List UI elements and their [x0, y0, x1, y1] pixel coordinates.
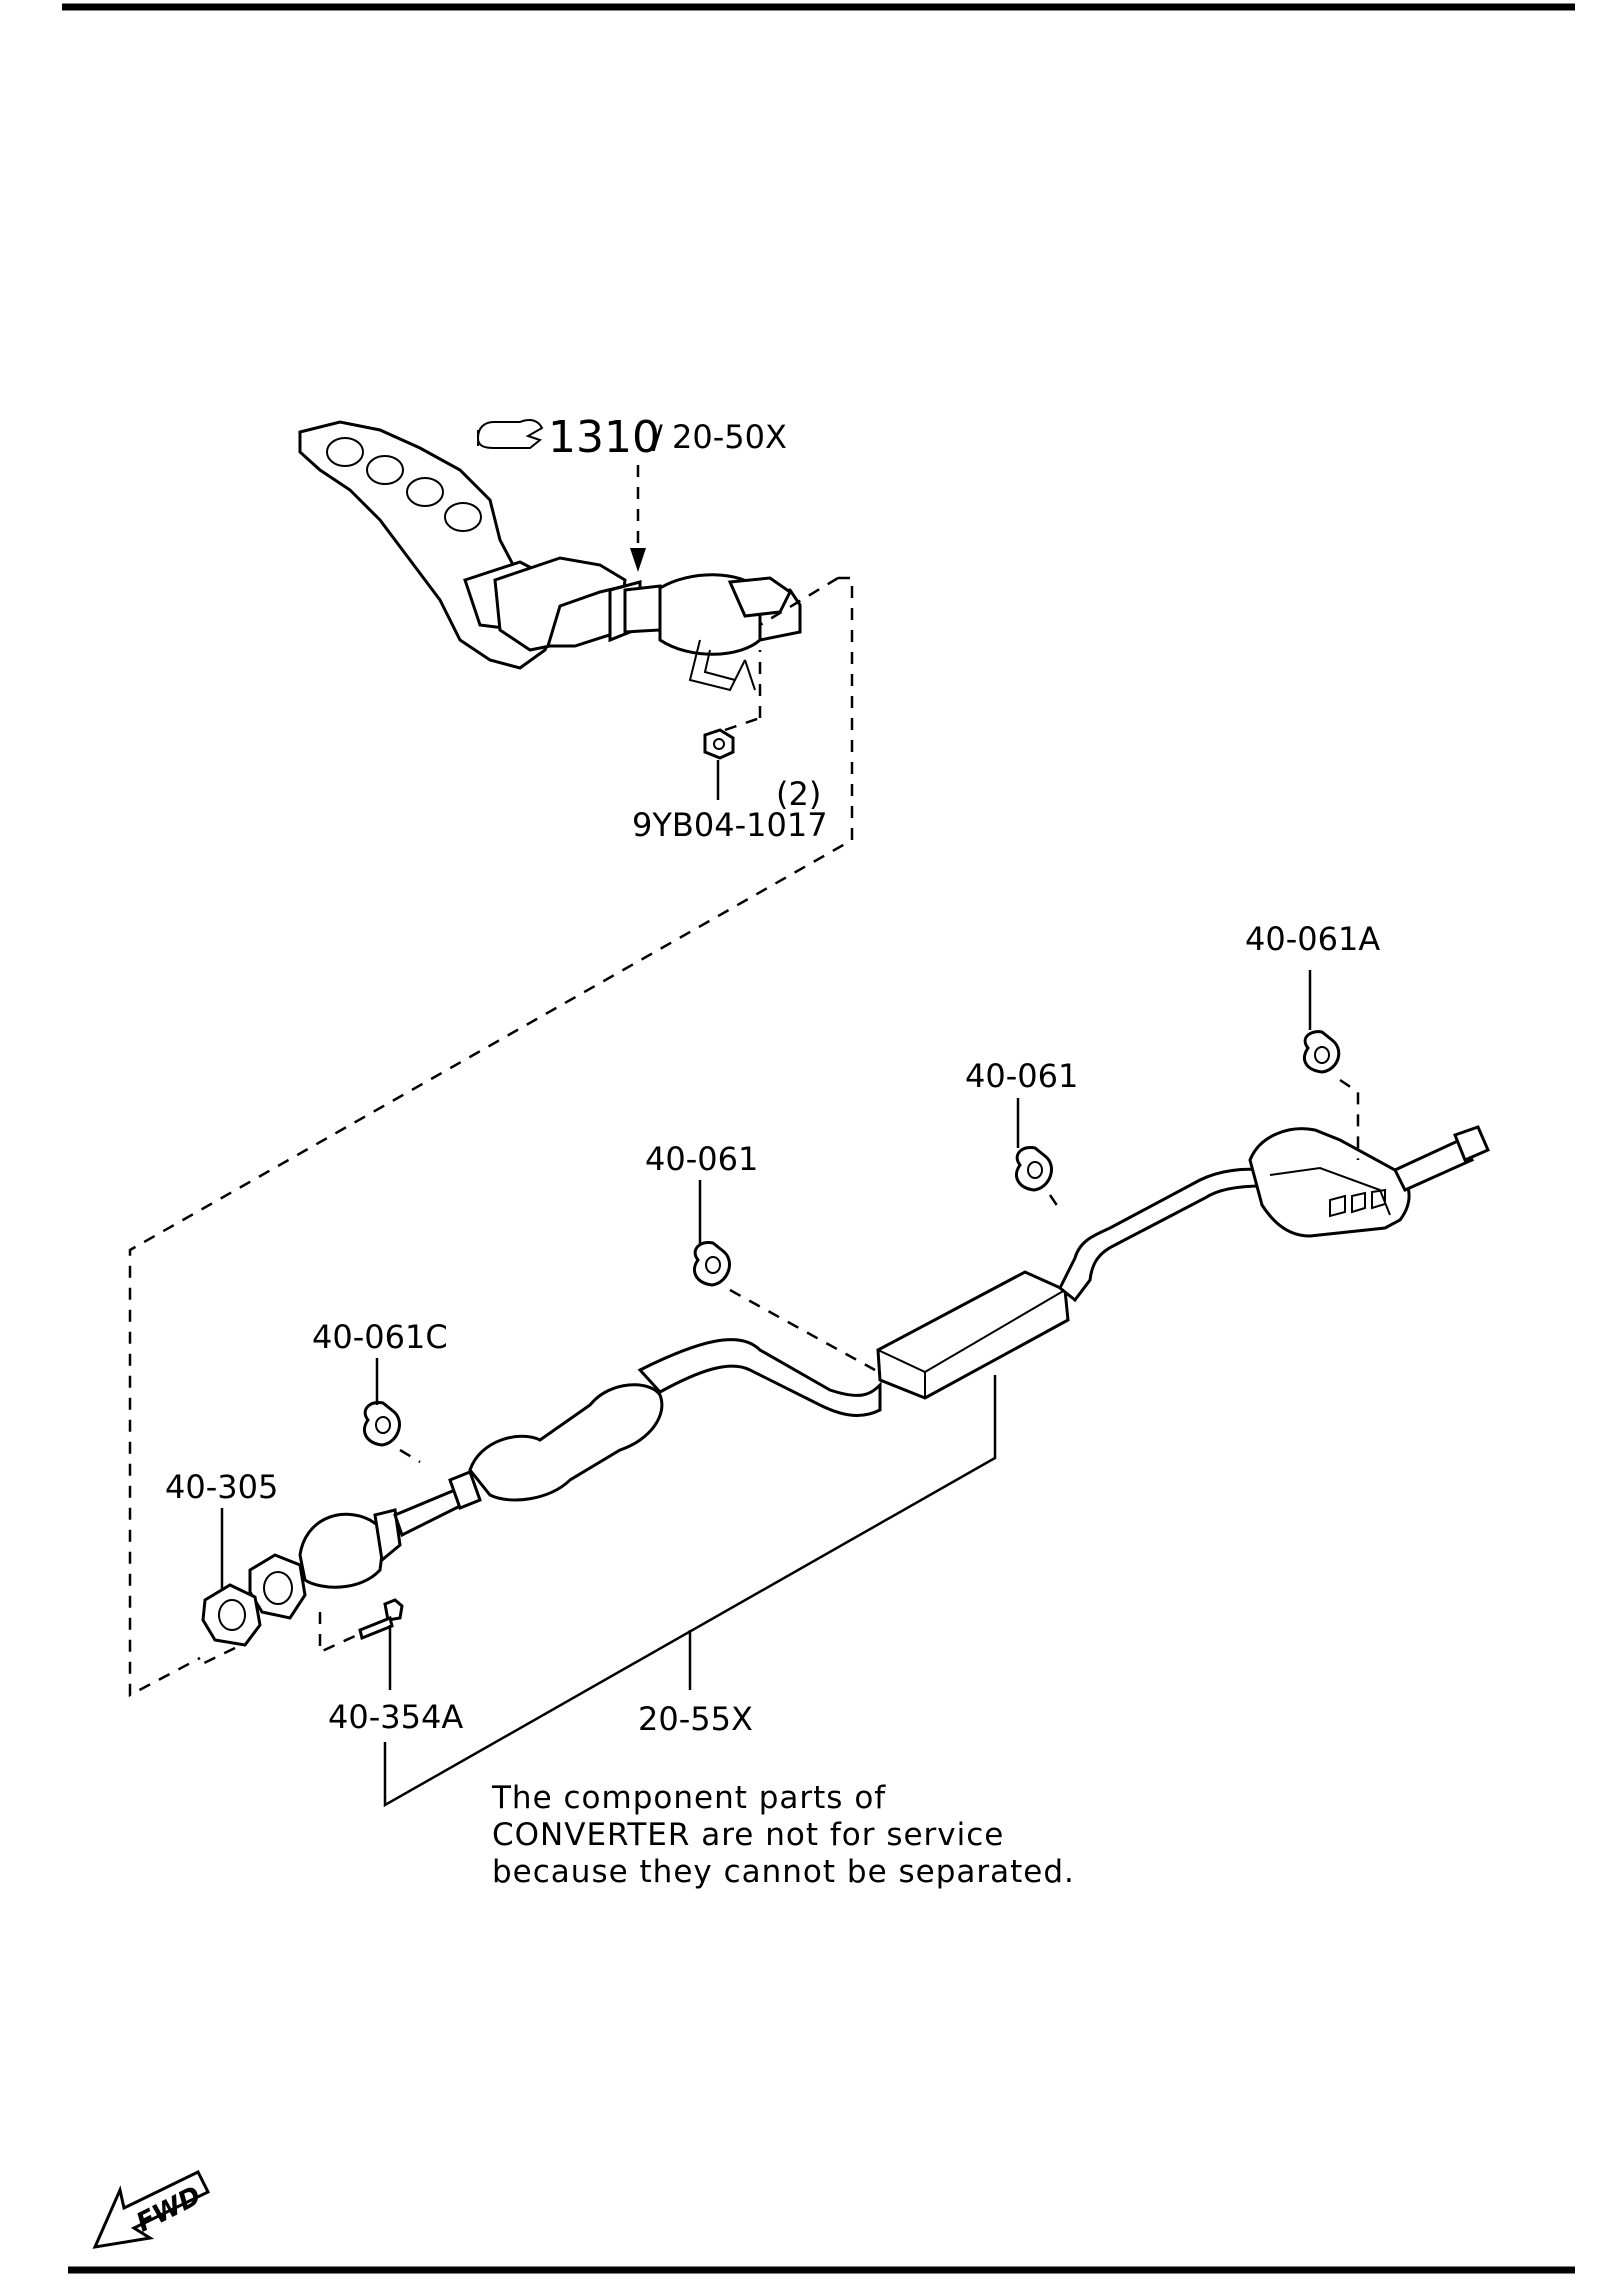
exhaust-manifold-assembly[interactable]	[298, 420, 802, 692]
hanger-rear-muffler[interactable]	[1303, 1030, 1341, 1074]
service-note-line-2: CONVERTER are not for service	[492, 1817, 1004, 1853]
hanger-mid[interactable]	[693, 1240, 731, 1287]
nut-part-number: 9YB04-1017	[632, 806, 828, 844]
manifold-ref-group: 1310	[548, 412, 660, 463]
nut-leader	[724, 716, 761, 732]
label-hanger-front: 40-061C	[312, 1318, 448, 1356]
label-hanger-center: 40-061	[965, 1057, 1078, 1095]
nut-quantity: (2)	[776, 775, 821, 813]
service-note-line-1: The component parts of	[491, 1780, 886, 1816]
connection-frame	[128, 576, 854, 1698]
flange-nut[interactable]	[703, 728, 735, 760]
pointing-hand-icon	[476, 419, 544, 449]
hanger-center[interactable]	[1015, 1145, 1053, 1192]
label-hanger-rear-muffler: 40-061A	[1245, 920, 1380, 958]
hanger-center-leader	[1048, 1194, 1062, 1211]
hanger-rear-leader	[1339, 1078, 1360, 1160]
hanger-front[interactable]	[363, 1400, 401, 1447]
label-hanger-mid: 40-061	[645, 1140, 758, 1178]
fwd-arrow-icon: FWD	[92, 2170, 211, 2249]
pipe-assembly-bracket	[383, 1375, 997, 1808]
bolt-leader	[318, 1612, 356, 1654]
label-bolt: 40-354A	[328, 1698, 463, 1736]
manifold-leader-arrow	[630, 548, 646, 572]
exhaust-pipe-assembly[interactable]	[248, 1125, 1490, 1620]
hanger-mid-leader	[729, 1288, 876, 1372]
manifold-ref-separator: /	[652, 418, 663, 456]
flange-bolt[interactable]	[358, 1598, 404, 1641]
gasket[interactable]	[201, 1583, 262, 1647]
label-gasket: 40-305	[165, 1468, 278, 1506]
service-note-line-3: because they cannot be separated.	[492, 1854, 1075, 1890]
label-pipe-assembly: 20-55X	[638, 1700, 753, 1738]
hanger-front-leader	[399, 1448, 421, 1464]
gasket-leader	[199, 1646, 236, 1667]
manifold-part-number: 20-50X	[672, 418, 787, 456]
